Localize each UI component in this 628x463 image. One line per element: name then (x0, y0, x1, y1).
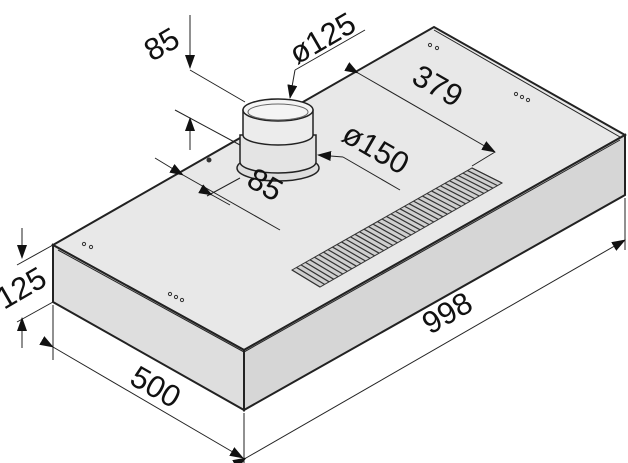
grille-slat (404, 205, 435, 223)
grille-slat (395, 210, 425, 228)
grille-slat (422, 195, 453, 213)
grille-slat (449, 180, 480, 197)
grille-slat (444, 182, 475, 200)
grille-slat (413, 200, 444, 218)
dimension-500-line (39, 336, 244, 459)
grille-slat (399, 208, 430, 226)
grille-slat (453, 177, 485, 194)
grille-slat (462, 172, 494, 189)
grille-slat (381, 218, 412, 236)
grille-slat (440, 185, 471, 202)
duct-opening (242, 98, 314, 122)
dimension-lines (16, 15, 626, 463)
grille-slat (408, 203, 439, 220)
screw-holes (81, 42, 531, 303)
grille-slat (386, 215, 416, 233)
grille-slat (435, 187, 466, 205)
grille-slat (372, 223, 403, 241)
grille-slat (390, 213, 421, 231)
top-back-bevel (433, 29, 621, 138)
label-duct-height: 85 (138, 21, 185, 69)
hood-body (50, 25, 628, 412)
label-duct-diameter: ø125 (283, 5, 362, 71)
grille-slat (426, 192, 457, 210)
grille-slat (467, 170, 498, 187)
label-height: 125 (0, 260, 52, 316)
grille-slat (377, 221, 407, 239)
grille-slat (471, 167, 503, 184)
exhaust-duct (236, 98, 320, 182)
grille-slat (458, 175, 489, 192)
dimension-998-line (232, 239, 626, 463)
grille-slat (431, 190, 462, 207)
grille-slat (417, 198, 448, 215)
